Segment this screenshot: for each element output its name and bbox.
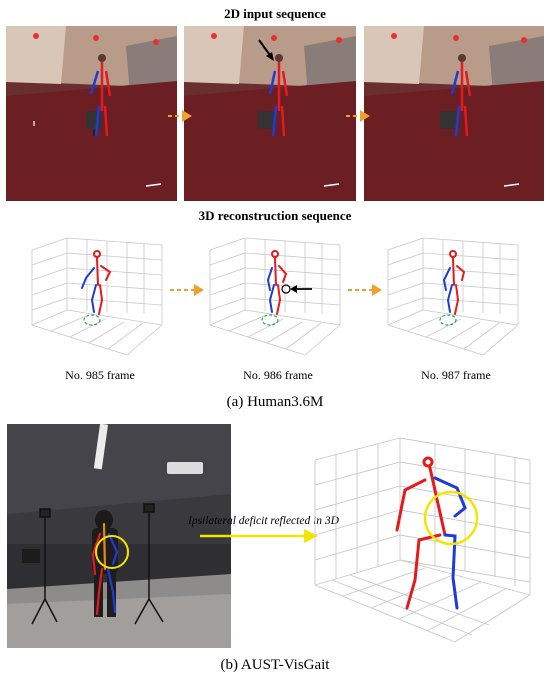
caption-b: (b) AUST-VisGait	[220, 657, 330, 673]
frame-label-985: No. 985 frame	[65, 368, 135, 382]
visgait-reconstruction-plot	[314, 437, 531, 643]
visgait-photo	[7, 424, 231, 648]
title-2d-input-sequence: 2D input sequence	[224, 6, 326, 21]
ground-marker-icon	[83, 314, 101, 326]
black-arrow-icon	[290, 285, 312, 293]
annotation-ipsilateral-deficit: Ipsilateral deficit reflected in 3D	[188, 515, 339, 527]
ground-marker-icon	[439, 314, 457, 326]
ground-marker-icon	[261, 314, 279, 326]
title-3d-reconstruction-sequence: 3D reconstruction sequence	[198, 208, 352, 223]
frame-label-986: No. 986 frame	[243, 368, 313, 382]
black-arrow-icon	[258, 39, 274, 61]
reconstruction-plot-987	[387, 237, 519, 356]
yellow-arrow-icon	[200, 529, 318, 543]
reconstruction-plot-986	[209, 237, 341, 356]
input-frame-986-image	[184, 26, 356, 201]
frame-label-987: No. 987 frame	[421, 368, 491, 382]
orange-arrow-icon	[348, 284, 382, 296]
input-frame-987-image	[364, 26, 544, 201]
input-frame-985-image	[6, 26, 177, 201]
reconstruction-plot-985	[31, 237, 163, 356]
orange-arrow-icon	[170, 284, 204, 296]
caption-a: (a) Human3.6M	[226, 394, 324, 410]
orange-arrow-icon	[346, 110, 370, 122]
highlight-circle-icon	[95, 535, 129, 569]
highlight-circle-icon	[423, 490, 479, 546]
orange-arrow-icon	[168, 110, 192, 122]
